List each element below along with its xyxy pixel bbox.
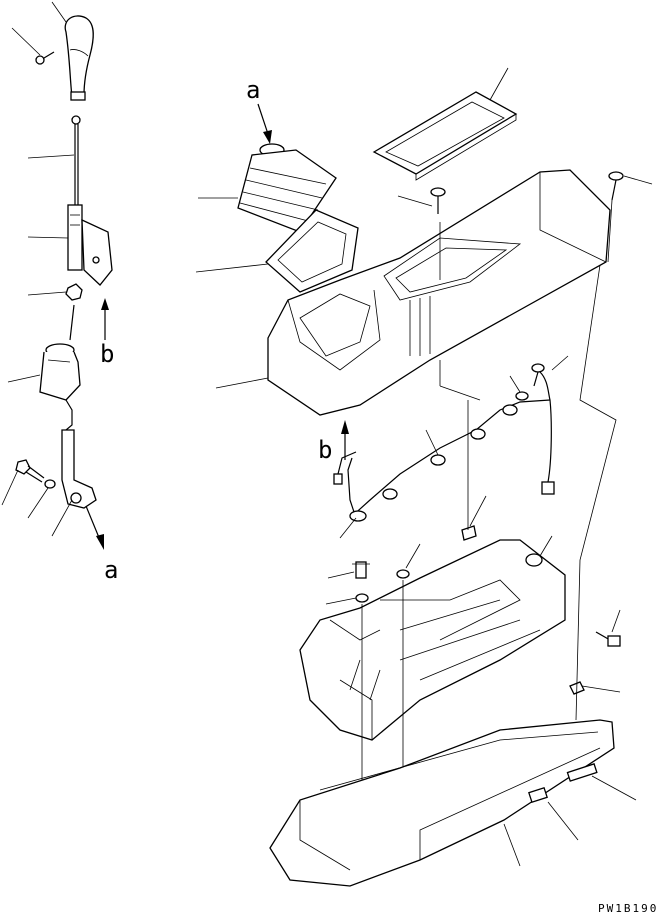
side-bolt: [595, 631, 621, 647]
frame-washer: [355, 593, 369, 603]
drawing-code: PW1B190: [598, 902, 658, 915]
frame-nut: [525, 553, 543, 567]
lever-boot: [39, 343, 81, 401]
ref-arrow-a-left: [85, 505, 104, 550]
ref-arrow-a-top: [257, 103, 272, 144]
bracket-clip: [461, 525, 477, 541]
screw-upper-right: [608, 171, 624, 201]
ref-label-a-bottom: a: [104, 556, 118, 584]
lever-rod: [71, 115, 81, 205]
console-undercover: [269, 719, 615, 887]
bolt-left: [15, 459, 45, 483]
knob-screw: [35, 51, 55, 65]
washer-left: [44, 479, 56, 489]
lever-knob: [64, 15, 94, 101]
lever-bracket: [67, 204, 113, 286]
wire-harness: [333, 371, 555, 522]
ref-label-b-mid: b: [318, 436, 332, 464]
frame-bolt: [352, 561, 370, 579]
frame-grommet: [396, 569, 410, 579]
console-frame: [299, 539, 566, 741]
ref-label-a-top: a: [246, 76, 260, 104]
boot-frame: [265, 209, 359, 293]
nut: [65, 283, 83, 301]
console-upper-cover: [267, 169, 611, 416]
screw-upper-mid: [430, 187, 446, 214]
ref-arrow-b-mid: [341, 420, 349, 460]
leader-lines-right: [195, 67, 653, 867]
lever-arm: [61, 304, 97, 509]
leader-lines-left: [1, 1, 75, 537]
ref-label-b-left: b: [100, 340, 114, 368]
harness-washer: [515, 391, 529, 401]
tray-cover: [372, 91, 518, 181]
harness-bolt: [531, 363, 545, 387]
lever-bellows: [237, 143, 337, 233]
ref-arrow-b-left: [101, 298, 109, 340]
